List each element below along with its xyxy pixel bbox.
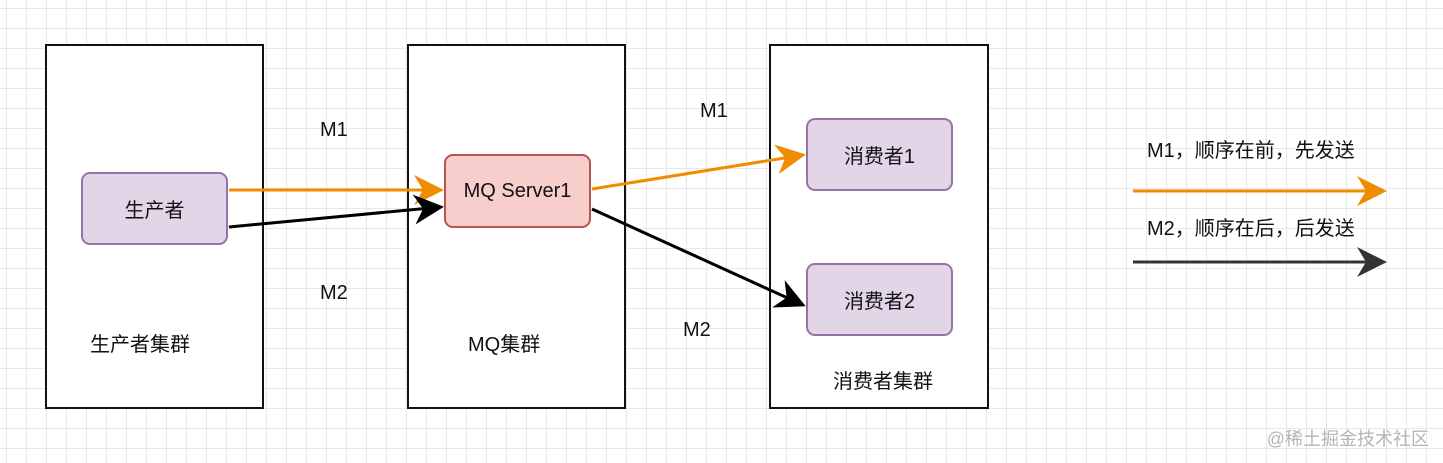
consumer1-node[interactable]: 消费者1	[806, 118, 953, 191]
legend-m2-text: M2，顺序在后，后发送	[1147, 218, 1355, 240]
edge-label-producer-m1: M1	[320, 119, 348, 141]
producer-cluster-label: 生产者集群	[90, 334, 190, 356]
producer-node[interactable]: 生产者	[81, 172, 228, 245]
consumer-cluster-label: 消费者集群	[833, 371, 933, 393]
legend-m1-text: M1，顺序在前，先发送	[1147, 140, 1355, 162]
arrow-mq-to-consumer2-m2	[591, 207, 806, 308]
mq-server-node[interactable]: MQ Server1	[444, 154, 591, 228]
edge-label-mq-m1: M1	[700, 100, 728, 122]
edge-label-mq-m2: M2	[683, 319, 711, 341]
edge-label-producer-m2: M2	[320, 282, 348, 304]
watermark-text: @稀土掘金技术社区	[1266, 429, 1429, 449]
consumer-cluster-box	[769, 44, 989, 409]
consumer2-node[interactable]: 消费者2	[806, 263, 953, 336]
arrow-mq-to-consumer1-m1	[591, 144, 806, 191]
arrow-producer-to-mq-m2	[228, 194, 444, 229]
mq-cluster-label: MQ集群	[468, 334, 541, 356]
